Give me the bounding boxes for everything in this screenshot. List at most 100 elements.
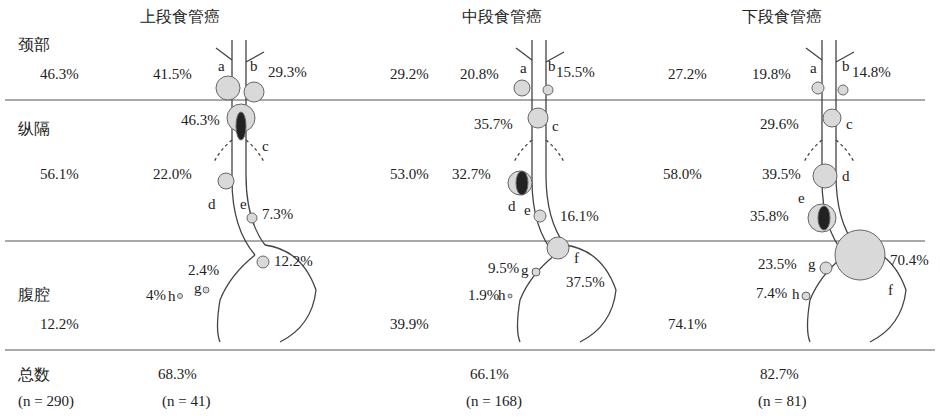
figure-label: 9.5% [488,260,519,277]
figure-label: 14.8% [852,64,891,81]
figure-label: 12.2% [274,253,313,270]
figure-label: g [521,262,529,279]
figure-label: 2.4% [188,262,219,279]
lymph-node [508,294,512,298]
organ-outline [214,140,232,162]
figure-label: 66.1% [470,366,509,383]
figure-label: 39.5% [762,166,801,183]
figure-label: 7.3% [262,206,293,223]
figure-label: 53.0% [390,166,429,183]
lymph-node [216,76,240,100]
figure-label: 腹腔 [18,286,50,303]
figure-label: 29.6% [760,116,799,133]
figure-label: 46.3% [181,112,220,129]
lymph-node [257,256,269,268]
tumor [236,112,246,140]
tumor [516,171,528,195]
figure-label: d [508,198,516,215]
figure-label: 29.2% [390,66,429,83]
organ-outline [265,245,316,342]
figure-label: h [168,288,176,305]
figure-label: 总数 [18,366,50,383]
figure-label: e [240,196,247,213]
figure-label: 15.5% [556,64,595,81]
figure-label: 上段食管癌 [140,8,220,25]
figure-label: d [842,168,850,185]
lymph-node [218,173,234,189]
figure-label: 1.9% [468,287,499,304]
figure-label: 32.7% [452,166,491,183]
figure-label: 39.9% [390,316,429,333]
figure-label: a [810,60,817,77]
figure-label: b [842,58,850,75]
figure-label: g [808,256,816,273]
figure-label: 16.1% [560,208,599,225]
lymph-node [813,164,837,188]
organ-outline [218,255,256,342]
figure-label: c [846,116,853,133]
figure-label: a [520,60,527,77]
tumor [818,206,830,230]
lymph-node [203,287,209,293]
figure-label: 颈部 [18,36,50,53]
lymph-node [812,82,824,94]
organ-outline [806,48,822,60]
figure-label: 35.7% [474,116,513,133]
figure-label: 下段食管癌 [742,8,822,25]
organ-outline [836,140,854,162]
figure-label: 35.8% [750,208,789,225]
figure-label: b [250,58,258,75]
figure-label: h [498,287,506,304]
figure-label: e [798,190,805,207]
figure-label: f [574,250,579,267]
lymph-node [823,109,841,127]
lymph-node [528,108,548,128]
figure-label: g [194,280,202,297]
figure-label: 20.8% [460,66,499,83]
figure-label: 56.1% [40,166,79,183]
figure-label: 82.7% [760,366,799,383]
lymph-node [835,230,885,280]
figure-label: c [262,138,269,155]
figure-label: (n = 168) [466,393,522,410]
figure-label: 68.3% [158,366,197,383]
lymph-node [244,82,264,102]
lymph-node [514,80,530,96]
figure-label: (n = 290) [18,393,74,410]
figure-label: 37.5% [566,274,605,291]
lymph-node [547,237,569,259]
figure-label: (n = 81) [758,393,806,410]
figure-label: 58.0% [663,166,702,183]
figure-label: b [548,58,556,75]
lymph-node [808,204,836,232]
organ-outline [532,40,555,255]
organ-outline [546,140,564,162]
organ-outline [565,245,616,342]
figure-label: 4% [146,287,166,304]
figure-label: e [524,202,531,219]
organ-outline [804,140,822,162]
organ-outline [518,255,556,342]
lymph-node [178,294,183,299]
figure-label: 70.4% [890,252,929,269]
lymph-node [534,210,546,222]
figure-label: 纵隔 [18,120,50,137]
figure-label: 74.1% [668,316,707,333]
figure-label: 7.4% [756,285,787,302]
figure-label: d [208,196,216,213]
figure-label: 46.3% [40,66,79,83]
lymph-node [820,262,832,274]
figure-label: 29.3% [268,64,307,81]
lymph-node [508,171,532,195]
figure-label: a [218,58,225,75]
organ-outline [514,140,532,162]
lymph-node [838,85,848,95]
figure-label: 12.2% [40,316,79,333]
figure-label: 中段食管癌 [462,8,542,25]
lymph-node [543,85,553,95]
figure-label: 19.8% [752,66,791,83]
lymph-node [247,213,257,223]
figure-label: 27.2% [668,66,707,83]
figure-label: 41.5% [153,66,192,83]
